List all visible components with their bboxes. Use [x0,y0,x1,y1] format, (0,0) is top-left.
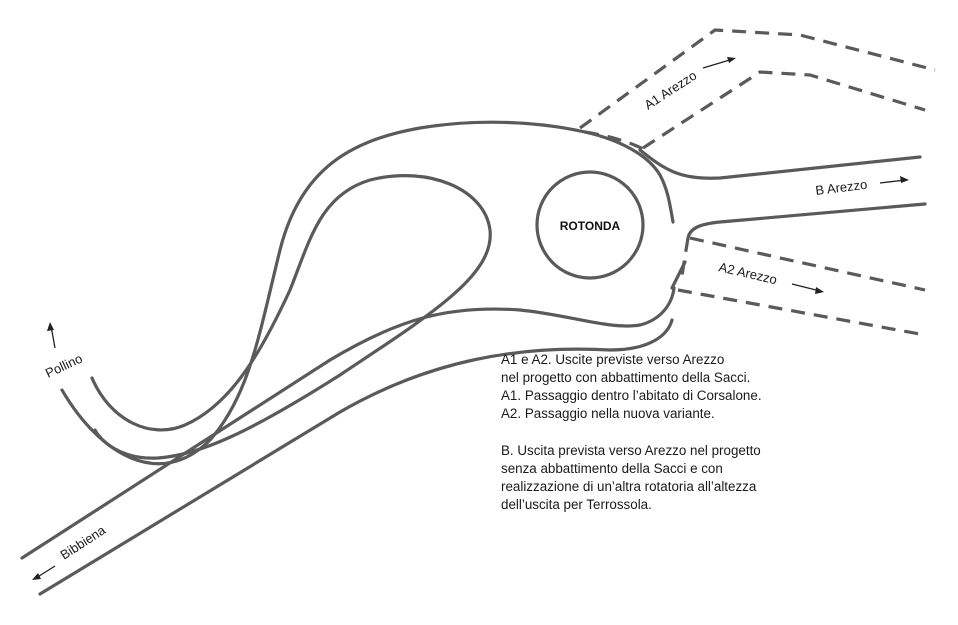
a1-connector-dash [584,130,646,152]
roundabout-outer-edge [60,120,587,466]
bibbiena-arrowhead-icon [32,573,41,580]
rotonda-label: ROTONDA [560,219,621,233]
rotonda-circle [535,170,645,280]
a2-arezzo-label: A2 Arezzo [717,259,778,287]
a2-arrowhead-icon [815,287,824,294]
note-line: nel progetto con abbattimento della Sacc… [501,370,751,385]
a2-arrow-icon [791,283,821,292]
b-arezzo-label: B Arezzo [815,177,868,198]
note-spacer [501,423,921,442]
b-arrowhead-icon [900,176,909,183]
pollino-label: Pollino [43,351,85,381]
note-line: dell’uscita per Terrossola. [501,497,652,512]
note-line: senza abbattimento della Sacci e con [501,461,723,476]
roundabout-north-edge [583,130,675,224]
b-road-lower-edge [686,202,927,240]
a1-road-lower-edge [642,70,926,150]
a1-road-upper-edge [579,28,936,130]
loop-inner-edge [90,174,492,460]
bibbiena-road-south-edge [38,318,674,596]
a1-arrow-icon [702,58,734,69]
a1-arrowhead-icon [727,57,736,63]
note-line: A2. Passaggio nella nuova variante. [501,406,715,421]
note-line: A1. Passaggio dentro l’abitato di Corsal… [501,388,762,403]
legend-notes: A1 e A2. Uscite previste verso Arezzo ne… [501,351,921,514]
note-line: realizzazione di un’altra rotatoria all’… [501,479,757,494]
note-line: A1 e A2. Uscite previste verso Arezzo [501,352,725,367]
pollino-arrowhead-icon [47,322,54,331]
a2-junction-dash [680,237,690,277]
a2-road-lower-edge [677,288,926,337]
b-road-upper-edge [638,148,922,180]
note-line: B. Uscita prevista verso Arezzo nel prog… [501,443,761,458]
a2-road-upper-edge [689,236,926,292]
bibbiena-road-north-edge [20,286,676,560]
a1-arezzo-label: A1 Arezzo [641,68,699,113]
